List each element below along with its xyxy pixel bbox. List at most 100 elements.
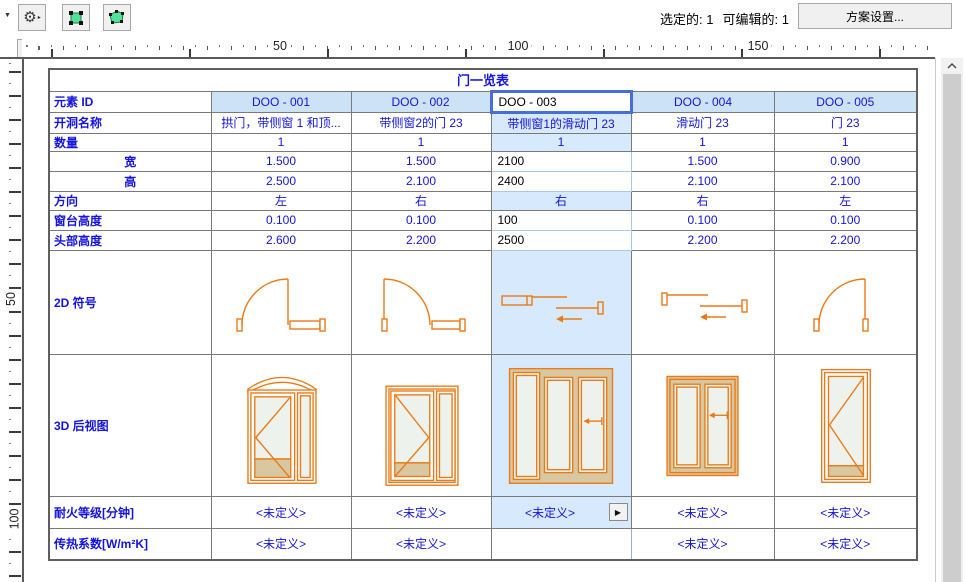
cell-u-doo-004[interactable]: <未定义> [630,527,775,561]
cell-name-doo-004[interactable]: 滑动门 23 [630,111,775,134]
cell-qty-doo-003[interactable]: 1 [490,132,632,152]
selected-count-label: 选定的: 1 [660,12,714,27]
scrollbar-thumb[interactable] [943,74,961,582]
cell-dir-doo-003[interactable]: 右 [490,190,632,211]
cell-width-doo-003-editing[interactable]: 2100 [490,150,632,172]
cell-3d-doo-001[interactable] [210,353,352,497]
cell-dir-doo-005[interactable]: 左 [773,190,918,211]
fire-rating-popup-button[interactable]: ▶ [608,503,628,521]
settings-gear-button[interactable]: ⚙ ▸ [18,4,46,31]
cell-3d-doo-005[interactable] [773,353,918,497]
cell-fire-doo-005[interactable]: <未定义> [773,495,918,529]
cell-name-doo-001[interactable]: 拱门，带侧窗 1 和顶... [210,111,352,134]
cell-dir-doo-004[interactable]: 右 [630,190,775,211]
editable-count-label: 可编辑的: 1 [722,12,789,27]
cell-name-doo-002[interactable]: 带侧窗2的门 23 [350,111,492,134]
cell-id-doo-002[interactable]: DOO - 002 [350,90,492,113]
row-label-fire-rating[interactable]: 耐火等级[分钟] [48,495,212,529]
u-value-row: 传热系数[W/m²K] <未定义> <未定义> <未定义> <未定义> [48,527,918,561]
row-label-quantity[interactable]: 数量 [48,132,212,152]
cell-u-doo-005[interactable]: <未定义> [773,527,918,561]
cell-fire-doo-002[interactable]: <未定义> [350,495,492,529]
row-label-head-height[interactable]: 头部高度 [48,229,212,251]
cell-height-doo-004[interactable]: 2.100 [630,170,775,192]
cell-u-doo-003-editing[interactable] [490,527,632,561]
canvas-left-edge [22,57,24,582]
cell-2d-doo-001[interactable] [210,249,352,355]
cell-fire-doo-003[interactable]: <未定义> ▶ [490,495,632,529]
cell-sill-doo-002[interactable]: 0.100 [350,209,492,231]
cell-qty-doo-001[interactable]: 1 [210,132,352,152]
cell-name-doo-003[interactable]: 带侧窗1的滑动门 23 [490,111,632,134]
cell-qty-doo-005[interactable]: 1 [773,132,918,152]
3d-arched-door-sidelight-icon [246,376,317,484]
vertical-scrollbar[interactable] [941,58,963,582]
cell-height-doo-001[interactable]: 2.500 [210,170,352,192]
cell-head-doo-004[interactable]: 2.200 [630,229,775,251]
row-label-3d-view[interactable]: 3D 后视图 [48,353,212,497]
cell-id-doo-004[interactable]: DOO - 004 [630,90,775,113]
cell-qty-doo-002[interactable]: 1 [350,132,492,152]
row-label-2d-symbol[interactable]: 2D 符号 [48,249,212,355]
cell-3d-doo-002[interactable] [350,353,492,497]
selection-stats: 选定的: 1 可编辑的: 1 [660,9,789,28]
select-elements-3d-button[interactable] [103,4,131,31]
3d-single-door-icon [820,368,871,483]
scheme-settings-button[interactable]: 方案设置... [798,3,952,29]
cell-dir-doo-001[interactable]: 左 [210,190,352,211]
ruler-label: 100 [6,505,23,533]
toolbar-dropdown-icon[interactable]: ▼ [4,12,11,19]
cell-head-doo-002[interactable]: 2.200 [350,229,492,251]
cell-head-doo-001[interactable]: 2.600 [210,229,352,251]
fire-rating-value: <未定义> [524,505,576,520]
2d-hinged-door-sidelight-icon [236,278,326,332]
row-label-width[interactable]: 宽 [48,150,212,172]
row-label-opening-name[interactable]: 开洞名称 [48,111,212,134]
cell-sill-doo-005[interactable]: 0.100 [773,209,918,231]
row-label-element-id[interactable]: 元素 ID [48,90,212,113]
cell-width-doo-004[interactable]: 1.500 [630,150,775,172]
cell-sill-doo-001[interactable]: 0.100 [210,209,352,231]
cell-fire-doo-004[interactable]: <未定义> [630,495,775,529]
cell-sill-doo-004[interactable]: 0.100 [630,209,775,231]
scroll-up-button[interactable] [941,58,963,74]
row-label-height[interactable]: 高 [48,170,212,192]
cell-2d-doo-005[interactable] [773,249,918,355]
quantity-row: 数量 1 1 1 1 1 [48,132,918,152]
cell-width-doo-001[interactable]: 1.500 [210,150,352,172]
cell-u-doo-002[interactable]: <未定义> [350,527,492,561]
ruler-label: 50 [270,39,290,53]
cell-head-doo-003-editing[interactable]: 2500 [490,229,632,251]
cell-width-doo-002[interactable]: 1.500 [350,150,492,172]
cell-height-doo-005[interactable]: 2.100 [773,170,918,192]
ruler-label: 150 [744,39,772,53]
cell-2d-doo-004[interactable] [630,249,775,355]
chevron-up-icon [947,63,957,69]
cell-dir-doo-002[interactable]: 右 [350,190,492,211]
horizontal-ruler: 50 100 150 [22,36,935,58]
cell-2d-doo-003[interactable] [490,249,632,355]
ruler-label: 100 [504,39,532,53]
cell-name-doo-005[interactable]: 门 23 [773,111,918,134]
cell-width-doo-005[interactable]: 0.900 [773,150,918,172]
cell-3d-doo-004[interactable] [630,353,775,497]
cell-height-doo-002[interactable]: 2.100 [350,170,492,192]
row-label-u-value[interactable]: 传热系数[W/m²K] [48,527,212,561]
row-label-direction[interactable]: 方向 [48,190,212,211]
select-elements-2d-button[interactable] [62,4,90,31]
cell-sill-doo-003-editing[interactable]: 100 [490,209,632,231]
cell-head-doo-005[interactable]: 2.200 [773,229,918,251]
cell-qty-doo-004[interactable]: 1 [630,132,775,152]
row-label-sill-height[interactable]: 窗台高度 [48,209,212,231]
cell-id-doo-003-editing[interactable]: DOO - 003 [489,89,633,114]
cell-2d-doo-002[interactable] [350,249,492,355]
head-height-row: 头部高度 2.600 2.200 2500 2.200 2.200 [48,229,918,251]
cell-3d-doo-003[interactable] [490,353,632,497]
cell-u-doo-001[interactable]: <未定义> [210,527,352,561]
cell-fire-doo-001[interactable]: <未定义> [210,495,352,529]
cell-id-doo-005[interactable]: DOO - 005 [773,90,918,113]
cell-id-doo-001[interactable]: DOO - 001 [210,90,352,113]
2d-sliding-door-sidelight-icon [501,295,604,323]
cell-height-doo-003-editing[interactable]: 2400 [490,170,632,192]
3d-sliding-door-2panel-icon [666,375,739,477]
